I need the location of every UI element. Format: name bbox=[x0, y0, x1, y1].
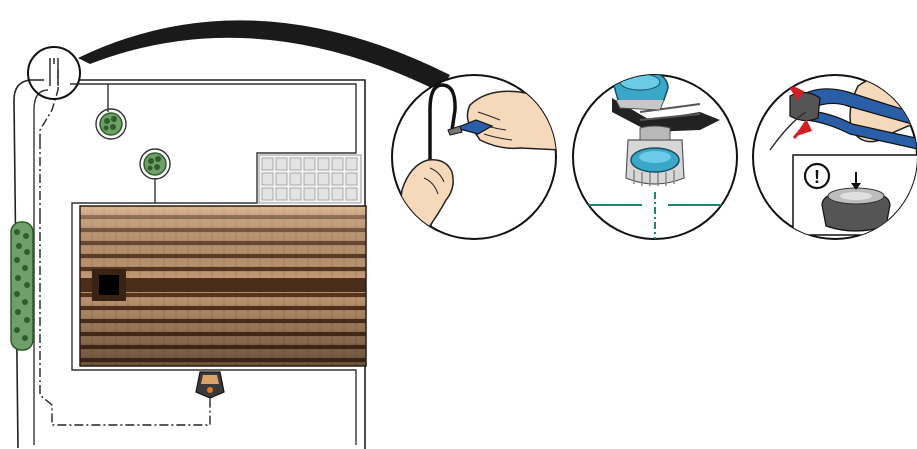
hand-with-cutter-icon bbox=[466, 90, 556, 151]
exclamation-icon bbox=[803, 162, 831, 190]
terrace-paving bbox=[258, 154, 362, 204]
garden-plan bbox=[10, 20, 450, 449]
wire-connector-open-icon bbox=[625, 125, 685, 186]
callout-swoosh bbox=[78, 20, 450, 92]
boundary-wire bbox=[33, 83, 357, 445]
step-press-connector: ! bbox=[752, 74, 917, 240]
boundary-wire-loop bbox=[428, 83, 457, 239]
pliers-press-icon bbox=[789, 88, 917, 151]
charging-station-icon bbox=[195, 371, 225, 399]
zoom-callout-icon bbox=[27, 46, 81, 100]
arrow-up-icon bbox=[792, 119, 813, 139]
warning-symbol: ! bbox=[814, 167, 820, 187]
hedge-icon bbox=[10, 221, 34, 351]
warning-inset: ! bbox=[792, 154, 917, 236]
tree-icon bbox=[99, 112, 123, 136]
tree-icon bbox=[143, 152, 167, 176]
step-insert-connector bbox=[572, 74, 738, 240]
property-boundary bbox=[13, 79, 44, 449]
step-cut-wire bbox=[391, 74, 557, 240]
house-roof bbox=[79, 205, 367, 367]
